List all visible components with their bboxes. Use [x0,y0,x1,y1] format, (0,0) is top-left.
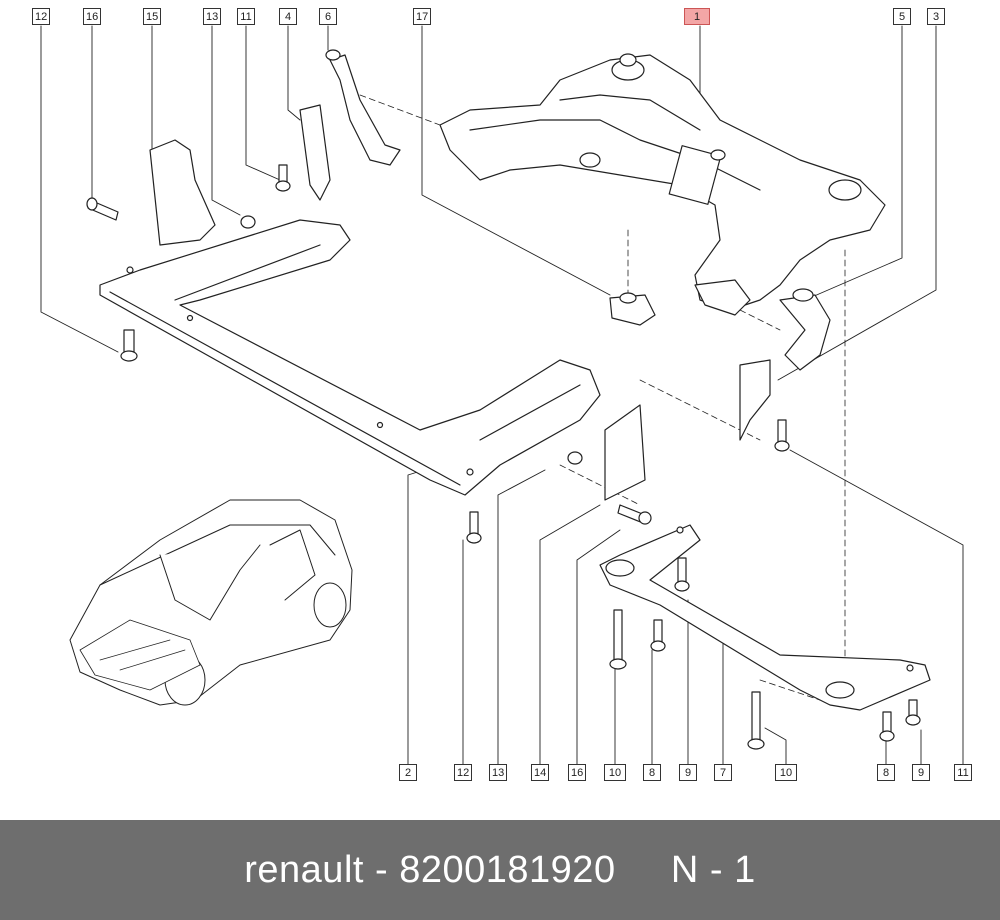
callout-11: 11 [954,764,972,781]
page-indicator: N - 1 [670,848,756,891]
fasteners [86,164,921,750]
callout-4: 4 [279,8,297,25]
callout-15: 15 [143,8,161,25]
callout-8: 8 [643,764,661,781]
callout-16: 16 [83,8,101,25]
callout-3: 3 [927,8,945,25]
callout-9: 9 [912,764,930,781]
rear-tie-bar [599,524,931,711]
callout-6: 6 [319,8,337,25]
front-cross-member [99,219,601,496]
callout-10: 10 [604,764,626,781]
leader-lines-bottom [407,449,964,765]
callout-11: 11 [237,8,255,25]
part-number: 8200181920 [399,848,616,891]
callout-1: 1 [684,8,710,25]
callout-16: 16 [568,764,586,781]
callout-12: 12 [32,8,50,25]
brackets [149,49,831,501]
callout-10: 10 [775,764,797,781]
callout-17: 17 [413,8,431,25]
callout-13: 13 [489,764,507,781]
callout-14: 14 [531,764,549,781]
footer-banner: renault - 8200181920 N - 1 [0,820,1000,920]
vehicle-location-thumbnail [69,499,353,706]
front-subframe [439,53,886,316]
brand-name: renault [244,848,364,891]
part-caption: renault - 8200181920 N - 1 [244,849,755,892]
subframe-exploded-diagram [40,25,964,765]
caption-gap [616,849,671,891]
callout-12: 12 [454,764,472,781]
callout-13: 13 [203,8,221,25]
callout-7: 7 [714,764,732,781]
callout-9: 9 [679,764,697,781]
caption-separator: - [363,848,400,891]
callout-5: 5 [893,8,911,25]
callout-8: 8 [877,764,895,781]
callout-2: 2 [399,764,417,781]
leader-lines-top [40,25,937,381]
